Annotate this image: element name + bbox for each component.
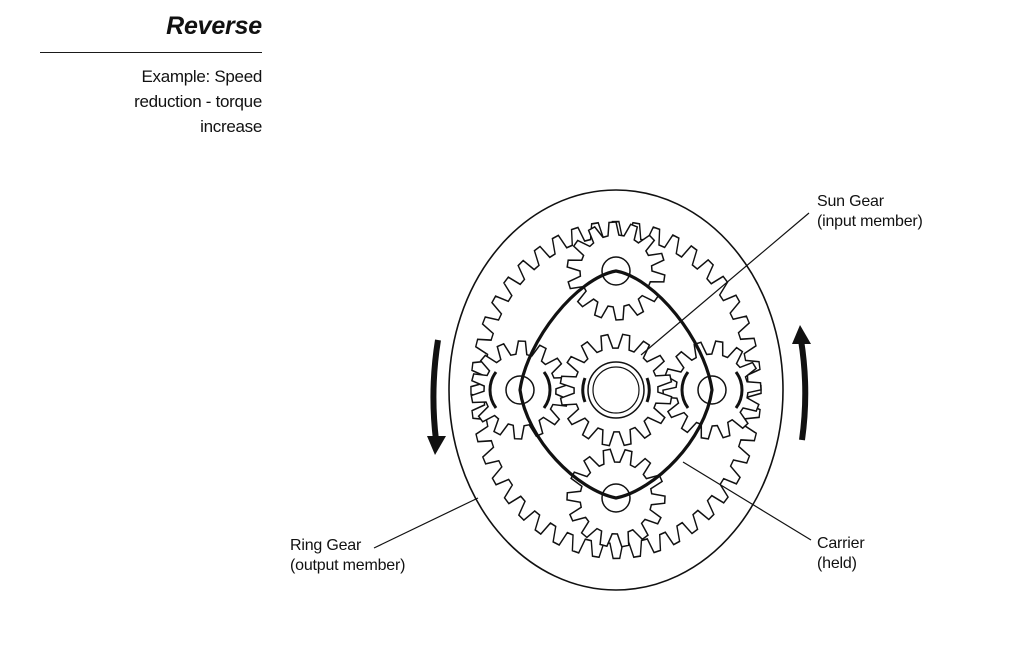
sun-gear-bore-inner	[592, 366, 640, 414]
planet-right-rotation-arcs-inner	[734, 371, 744, 409]
planet-left-rotation-arcs	[488, 371, 552, 409]
ring-gear-outer-rim	[448, 189, 784, 591]
arrow-up-icon	[792, 325, 811, 441]
ring-gear-internal-teeth	[470, 220, 762, 560]
carrier-leader-line	[682, 461, 812, 541]
title-divider	[40, 52, 262, 53]
carrier-label-line-2: (held)	[817, 555, 857, 572]
right-arrow-head	[792, 325, 811, 344]
sun-gear-label-line-1: Sun Gear	[817, 193, 884, 210]
leader-lines	[373, 212, 812, 549]
ring-gear-label-line-2: (output member)	[290, 557, 406, 574]
sun-gear-label: Sun Gear (input member)	[817, 192, 923, 232]
ring-gear-label: Ring Gear (output member)	[290, 536, 405, 576]
caption: Example: Speed reduction - torque increa…	[40, 64, 262, 139]
planet-left-rotation-arcs-outer	[488, 371, 498, 409]
caption-line-2: reduction - torque	[134, 92, 262, 111]
right-arrow-shaft	[798, 339, 809, 441]
carrier-outline	[518, 269, 714, 500]
carrier-label-line-1: Carrier	[817, 535, 865, 552]
ring-gear-teeth	[470, 220, 762, 560]
left-arrow-shaft	[430, 339, 441, 441]
planet-right-rotation-arcs	[680, 371, 744, 409]
carrier	[518, 269, 714, 500]
side-heading: Reverse Example: Speed reduction - torqu…	[40, 8, 262, 139]
page-title: Reverse	[166, 12, 262, 40]
planet-right-rotation-arcs-outer	[680, 371, 690, 409]
left-arrow-head	[427, 436, 446, 455]
ring-gear-leader-line	[373, 497, 479, 549]
caption-line-3: increase	[200, 117, 262, 136]
sun-gear-rotation-arc-left	[581, 377, 587, 403]
carrier-label: Carrier (held)	[817, 534, 865, 574]
sun-gear-rotation-arc-right	[645, 377, 651, 403]
caption-line-1: Example: Speed	[141, 67, 262, 86]
sun-gear	[559, 333, 673, 447]
ring-gear-label-line-1: Ring Gear	[290, 537, 362, 554]
sun-gear-leader-line	[640, 212, 810, 356]
arrow-down-icon	[427, 339, 446, 455]
rotation-arrows	[427, 325, 811, 455]
planet-left-rotation-arcs-inner	[542, 371, 552, 409]
outer-rim-ellipse	[448, 189, 784, 591]
sun-gear-label-line-2: (input member)	[817, 213, 923, 230]
